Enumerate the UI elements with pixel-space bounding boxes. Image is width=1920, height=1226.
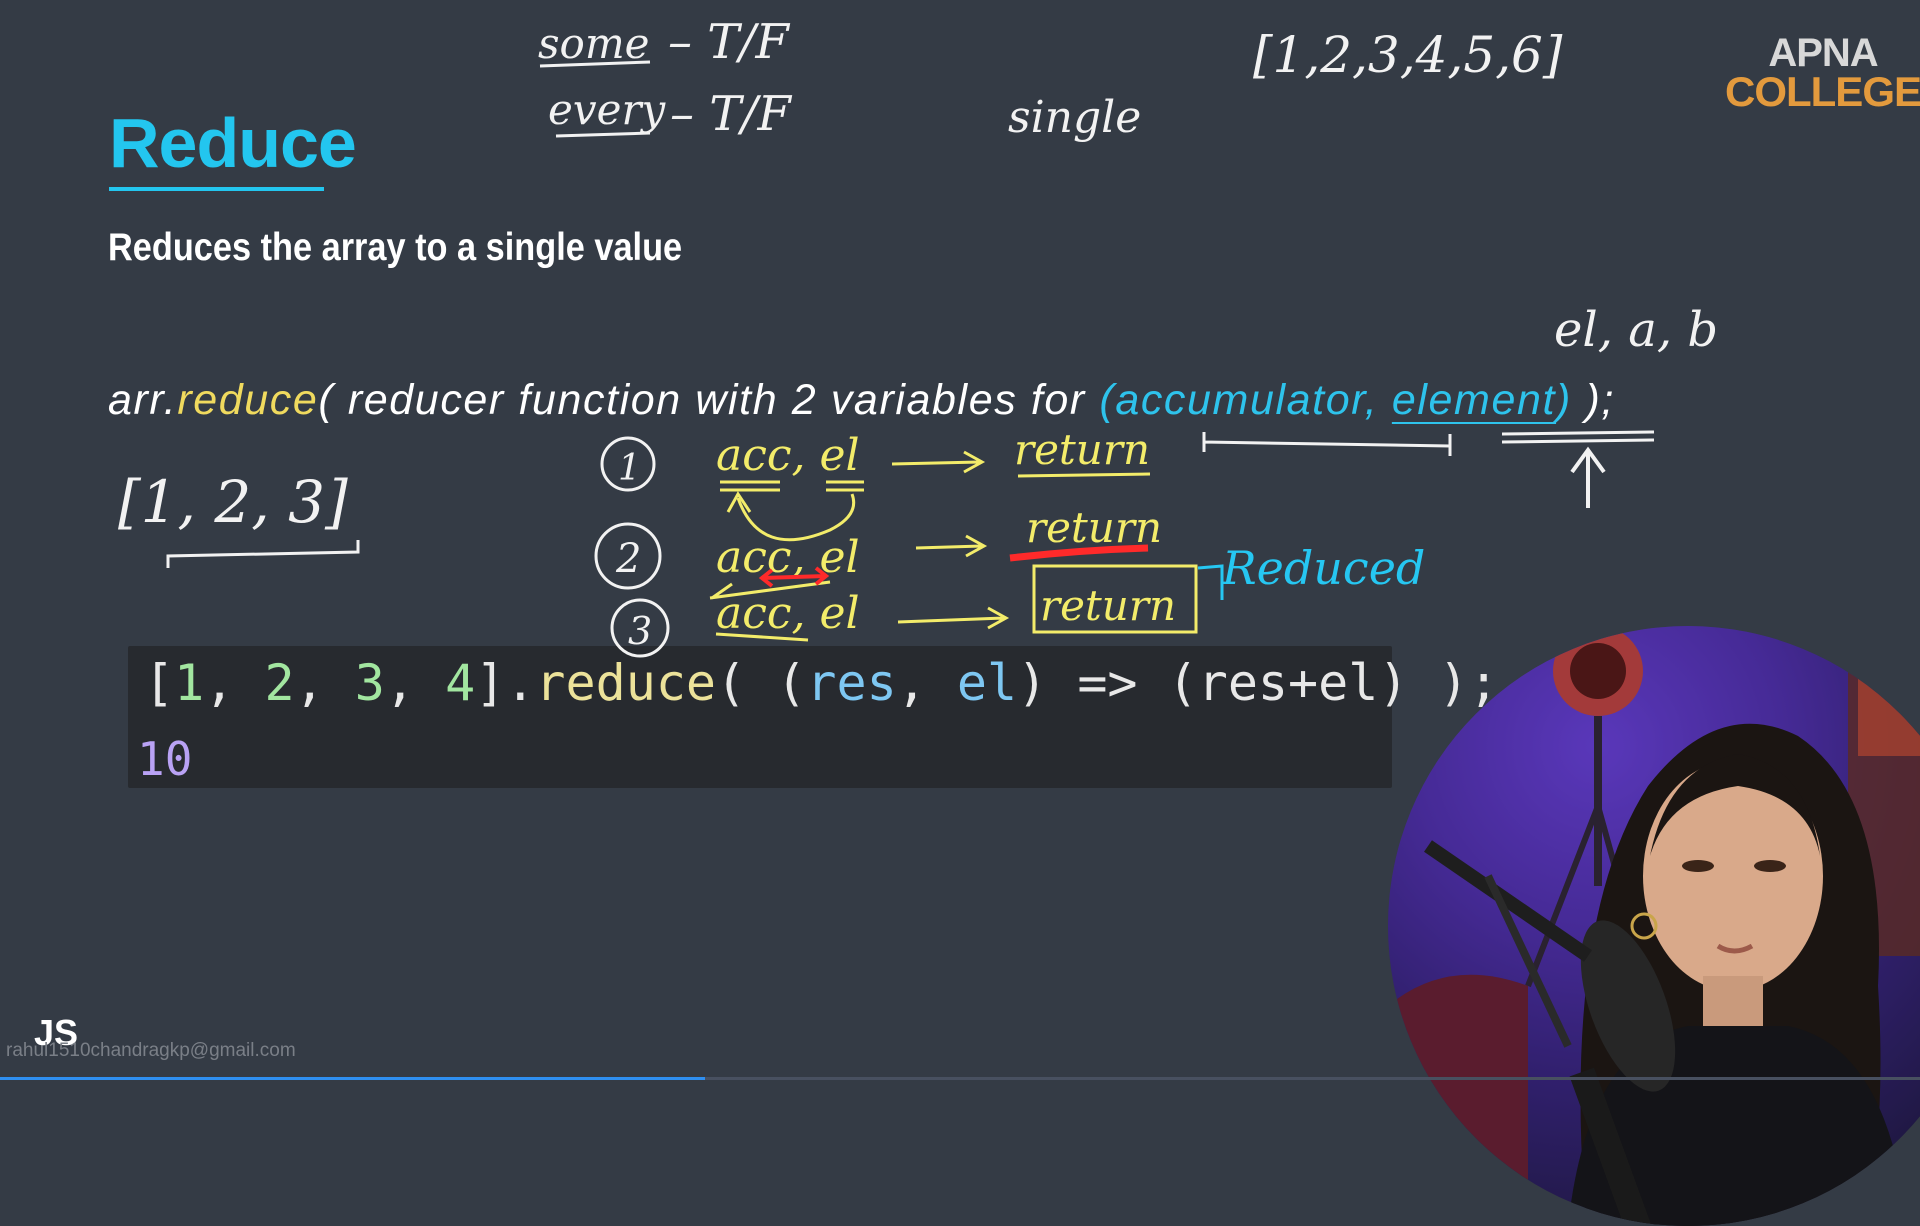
code-args-open: ( (	[716, 654, 807, 712]
code-param-el: el	[956, 654, 1018, 712]
ink-array-left: [1, 2, 3]	[118, 468, 348, 536]
code-separator: ,	[204, 654, 265, 712]
ink-return-1: return	[1014, 425, 1150, 474]
video-progress-fill	[0, 1077, 705, 1080]
ink-underline	[555, 131, 651, 138]
code-number: 4	[445, 654, 476, 712]
ink-brace	[1197, 564, 1224, 600]
ink-pointer	[709, 580, 831, 600]
syntax-object: arr.	[108, 376, 178, 424]
ink-double-underline	[1501, 438, 1655, 444]
code-line: [1, 2, 3, 4].reduce( (res, el) => (res+e…	[144, 654, 1499, 712]
ink-step-1: 1	[618, 448, 641, 489]
code-args-rest: ) => (res+el) );	[1017, 654, 1499, 712]
code-block	[128, 646, 1392, 788]
logo-line-apna: APNA	[1768, 31, 1878, 75]
ink-up-arrow	[1570, 446, 1606, 508]
ink-acc-el-2: acc, el	[716, 532, 860, 583]
slide-title: Reduce	[109, 104, 357, 182]
code-number: 1	[174, 654, 205, 712]
email-watermark: rahul1510chandragkp@gmail.com	[6, 1040, 296, 1061]
syntax-line: arr.reduce( reducer function with 2 vari…	[108, 376, 1615, 425]
ink-reduced: Reduced	[1221, 541, 1425, 595]
syntax-description: ( reducer function with 2 variables for	[318, 376, 1100, 424]
ink-every: every	[548, 85, 667, 134]
code-separator: ,	[384, 654, 446, 712]
course-tag: JS	[34, 1012, 79, 1053]
code-open-bracket: [	[144, 654, 175, 712]
ink-some: some	[538, 19, 650, 68]
code-param-separator: ,	[896, 654, 957, 712]
code-separator: ,	[294, 654, 355, 712]
ink-acc-el-1: acc, el	[716, 430, 860, 481]
presenter-webcam	[1388, 626, 1920, 1226]
ink-arrow	[891, 450, 986, 474]
syntax-close-paren: )	[1556, 376, 1572, 424]
slide-subtitle: Reduces the array to a single value	[108, 226, 683, 269]
syntax-accumulator: accumulator	[1115, 376, 1365, 424]
ink-step-circle	[594, 522, 662, 590]
ink-return-3: return	[1040, 581, 1176, 630]
syntax-open-paren: (	[1099, 376, 1116, 424]
code-close-bracket: ].	[475, 654, 536, 712]
code-result: 10	[137, 732, 193, 786]
ink-bracket	[166, 540, 360, 568]
code-method: reduce	[535, 654, 717, 712]
title-underline	[109, 187, 324, 191]
ink-loop-arrow	[736, 493, 856, 542]
code-number: 2	[264, 654, 295, 712]
ink-step-circle	[600, 436, 656, 492]
ink-step-2: 2	[615, 536, 641, 582]
ink-return-2: return	[1026, 503, 1162, 552]
ink-every-tf: – T/F	[670, 86, 792, 142]
ink-return-box	[1032, 564, 1198, 634]
ink-double-underline	[1501, 430, 1655, 436]
presenter-illustration	[1388, 626, 1920, 1226]
ink-single: single	[1008, 92, 1141, 143]
video-progress-track[interactable]	[0, 1077, 1920, 1080]
ink-acc-el-3: acc, el	[716, 588, 860, 639]
ink-red-double-arrow	[758, 566, 830, 588]
ink-red-underline	[1009, 544, 1149, 562]
logo-line-college: COLLEGE	[1725, 68, 1920, 115]
ink-underline	[1017, 472, 1151, 478]
syntax-element: element	[1391, 376, 1557, 424]
syntax-method: reduce	[177, 376, 319, 424]
ink-array-top: [1,2,3,4,5,6]	[1253, 26, 1563, 84]
ink-span-accumulator	[1202, 432, 1452, 456]
ink-loop-arrowhead	[726, 491, 752, 513]
syntax-end: );	[1571, 376, 1615, 424]
code-number: 3	[354, 654, 385, 712]
ink-arrow	[915, 534, 988, 558]
syntax-comma: ,	[1364, 376, 1392, 424]
ink-arrow	[897, 606, 1010, 630]
ink-underline	[715, 632, 809, 642]
ink-some-tf: – T/F	[668, 14, 790, 70]
ink-el-a-b: el, a, b	[1554, 302, 1718, 358]
code-param-res: res	[806, 654, 897, 712]
ink-underline	[539, 60, 651, 68]
apna-college-logo: APNA COLLEGE	[1725, 31, 1920, 115]
